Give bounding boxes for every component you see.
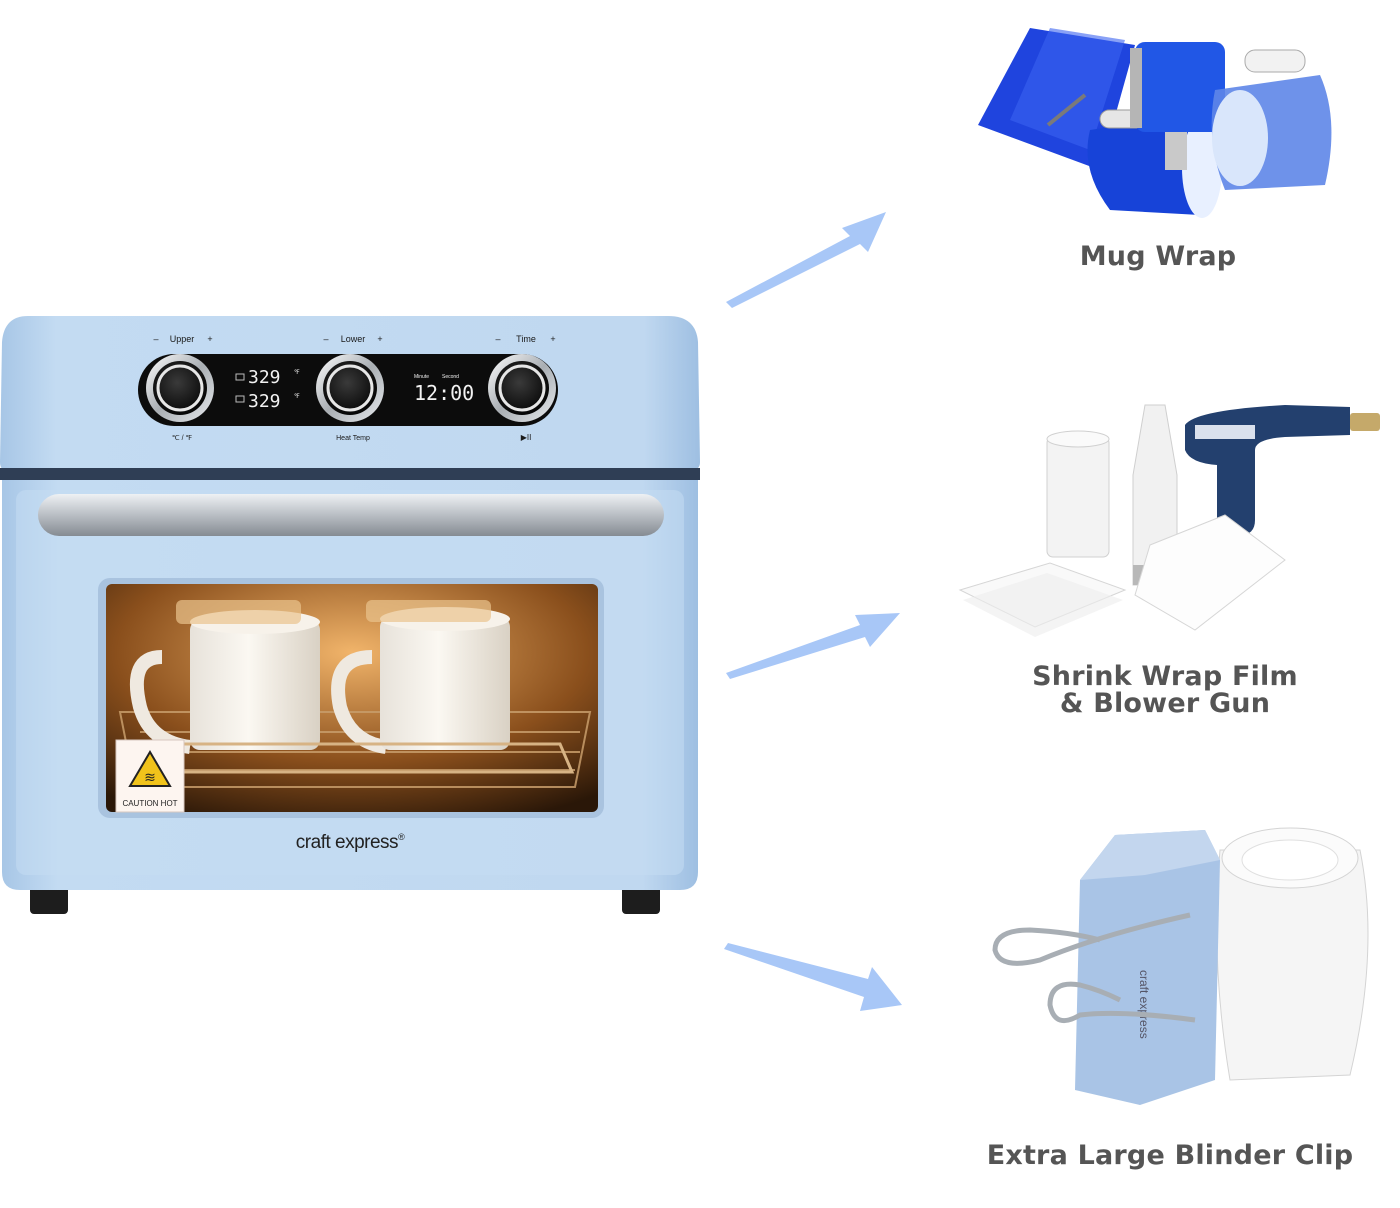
lower-plus-label: +	[377, 334, 382, 344]
lower-temp-readout: 329	[248, 391, 281, 412]
upper-minus-label: –	[153, 334, 158, 344]
binder-clip-caption: Extra Large Blinder Clip	[986, 1140, 1354, 1171]
upper-plus-label: +	[207, 334, 212, 344]
caution-hot-label: CAUTION HOT	[122, 799, 177, 808]
mug-wrap-image	[978, 28, 1332, 218]
time-knob[interactable]	[488, 354, 556, 422]
arrow-to-mug-wrap	[726, 212, 886, 308]
upper-temp-unit: ℉	[294, 369, 300, 376]
arrow-to-shrink-wrap	[726, 613, 900, 679]
lower-knob[interactable]	[316, 354, 384, 422]
shrink-wrap-caption-line2: & Blower Gun	[1059, 688, 1271, 719]
second-label: Second	[442, 374, 459, 380]
brand-registered-mark: ®	[398, 832, 405, 842]
binder-clip-image: craft express	[992, 827, 1369, 1105]
minute-label: Minute	[414, 374, 429, 380]
upper-temp-readout: 329	[248, 367, 281, 388]
play-pause-label: ▶II	[521, 433, 532, 442]
shrink-wrap-and-heat-gun-image	[958, 404, 1380, 637]
svg-text:craft express®: craft express®	[296, 832, 405, 853]
heat-temp-label: Heat Temp	[336, 435, 370, 442]
brand-logo-text: craft express	[296, 832, 398, 853]
mug-wrap-caption: Mug Wrap	[1079, 241, 1237, 272]
lower-temp-unit: ℉	[294, 393, 300, 400]
timer-readout: 12:00	[414, 381, 474, 405]
upper-knob[interactable]	[146, 354, 214, 422]
lower-minus-label: –	[323, 334, 328, 344]
lower-label: Lower	[341, 334, 366, 344]
shrink-wrap-caption: Shrink Wrap Film & Blower Gun	[990, 663, 1340, 717]
unit-toggle-label: ℃ / ℉	[172, 435, 193, 442]
time-label: Time	[516, 334, 536, 344]
time-minus-label: –	[495, 334, 500, 344]
svg-text:≋: ≋	[144, 770, 156, 786]
heat-press-oven-image: ≋ CAUTION HOT craft express® – Upper + –…	[0, 316, 700, 914]
upper-label: Upper	[170, 334, 195, 344]
svg-text:craft express: craft express	[1137, 970, 1151, 1039]
arrow-to-binder-clip	[724, 943, 902, 1011]
time-plus-label: +	[550, 334, 555, 344]
shrink-wrap-caption-line1: Shrink Wrap Film	[1032, 661, 1298, 692]
